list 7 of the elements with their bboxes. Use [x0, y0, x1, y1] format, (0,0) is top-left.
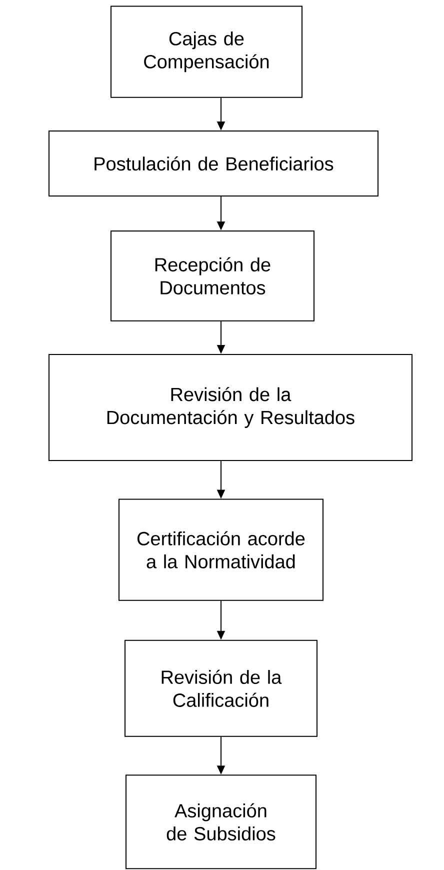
process-box: Revisión de la Documentación y Resultados — [48, 354, 412, 462]
process-box: Postulación de Beneficiarios — [48, 130, 378, 196]
process-box: Revisión de la Calificación — [124, 640, 318, 737]
process-box: Recepción de Documentos — [110, 230, 314, 322]
process-box: Asignación de Subsidios — [126, 774, 316, 870]
process-box: Cajas de Compensación — [110, 6, 302, 98]
process-box: Certificación acorde a la Normatividad — [118, 498, 324, 601]
